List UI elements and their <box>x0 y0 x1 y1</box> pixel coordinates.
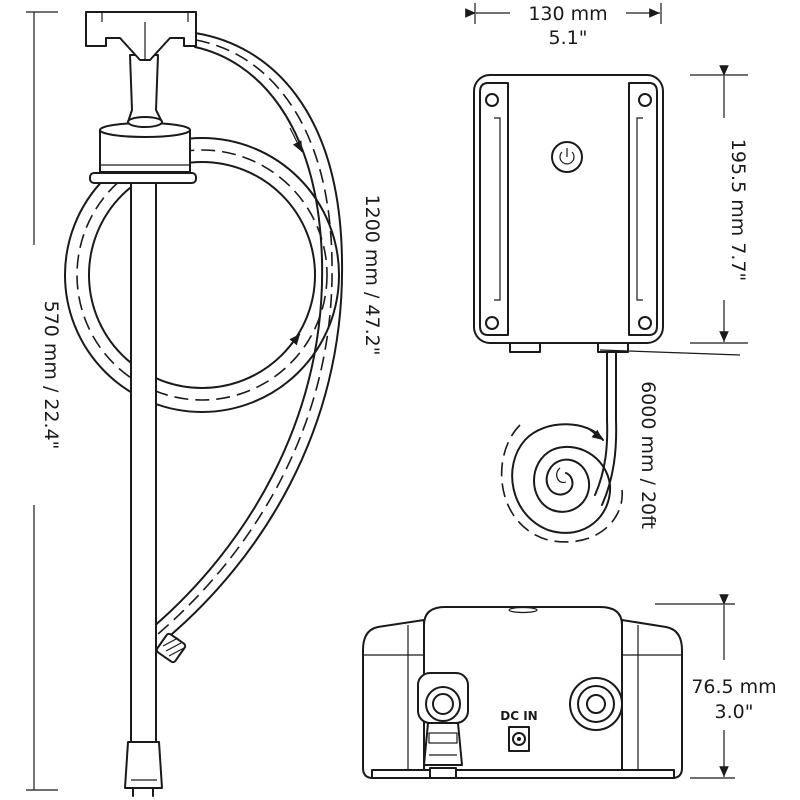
cable-length-label: 6000 mm / 20ft <box>637 381 659 529</box>
depth-in-label: 3.0" <box>715 701 754 723</box>
height-label: 195.5 mm 7.7" <box>727 139 749 281</box>
dc-in-label: DC IN <box>500 709 537 723</box>
width-mm-label: 130 mm <box>528 3 607 25</box>
dc-in-jack <box>508 726 530 752</box>
power-cable-coil <box>500 351 623 543</box>
depth-dimension: 76.5 mm 3.0" <box>655 594 777 779</box>
height-dimension: 195.5 mm 7.7" <box>690 65 749 344</box>
arrow-icon <box>284 333 301 353</box>
power-icon <box>559 148 575 165</box>
power-button <box>551 141 583 173</box>
hose-length-label: 1200 mm / 47.2" <box>361 195 383 356</box>
controller-top-view <box>473 74 664 353</box>
arrow-icon <box>289 127 303 153</box>
hose-end-fitting <box>155 632 187 664</box>
width-dimension: 130 mm 5.1" <box>465 3 662 49</box>
pump-length-label: 570 mm / 22.4" <box>40 301 62 450</box>
hand-pump <box>85 11 197 797</box>
controller-front-view: DC IN <box>362 606 683 779</box>
hose <box>64 32 344 664</box>
depth-mm-label: 76.5 mm <box>691 676 776 698</box>
outlet-port <box>417 672 469 766</box>
pump-height-dimension: 570 mm / 22.4" <box>26 11 62 791</box>
arrow-icon <box>589 429 604 441</box>
cable-reference-line <box>599 349 741 356</box>
inlet-port <box>569 677 623 731</box>
width-in-label: 5.1" <box>549 27 588 49</box>
